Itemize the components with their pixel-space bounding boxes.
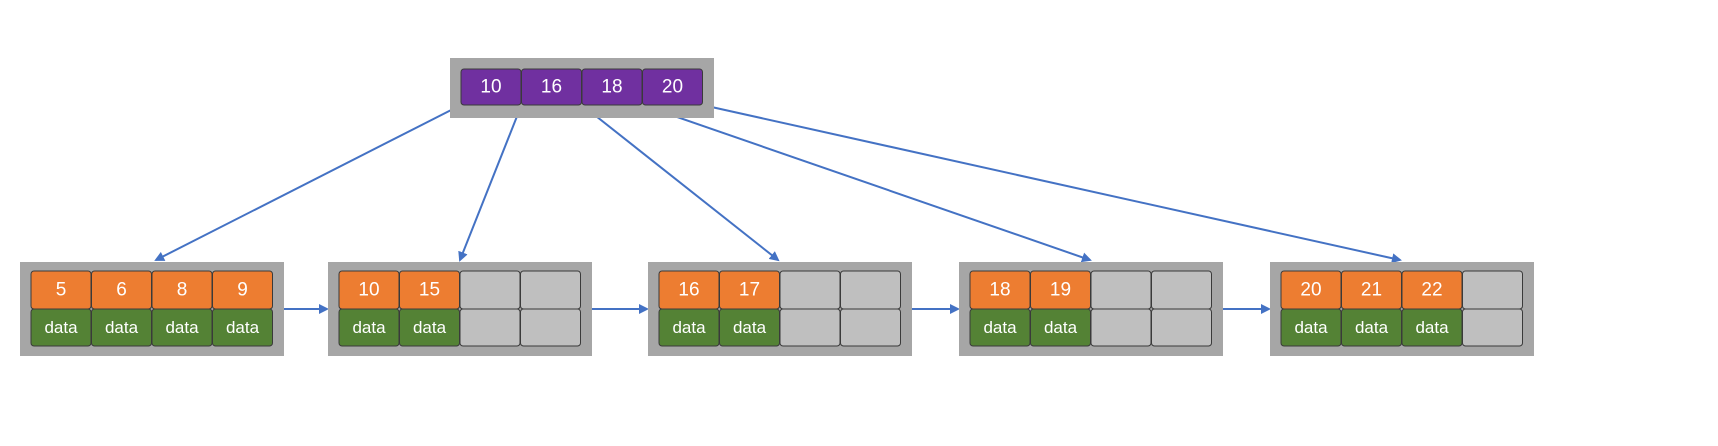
leaf-data-label: data: [1294, 318, 1328, 337]
leaf-data-label: data: [1415, 318, 1449, 337]
empty-key-slot: [459, 270, 521, 310]
nodes-layer: 10 16 18 20 5 data 6 data 8 data 9 data 10 data 15 data…: [20, 58, 1534, 356]
leaf-node: 18 data 19 data: [959, 262, 1223, 356]
leaf-key-label: 16: [678, 280, 699, 301]
leaf-key-label: 18: [989, 280, 1010, 301]
leaf-key-label: 6: [116, 280, 127, 301]
leaf-key-label: 15: [419, 280, 440, 301]
leaf-key-label: 10: [358, 280, 379, 301]
empty-data-slot: [1090, 308, 1152, 347]
leaf-data-label: data: [226, 318, 260, 337]
leaf-node: 16 data 17 data: [648, 262, 912, 356]
empty-data-slot: [1462, 308, 1523, 347]
empty-key-slot: [840, 270, 901, 310]
empty-data-slot: [520, 308, 581, 347]
leaf-data-cell: [212, 308, 273, 347]
leaf-data-label: data: [352, 318, 386, 337]
leaf-key-label: 22: [1421, 280, 1442, 301]
empty-data-slot: [459, 308, 521, 347]
root-key-label: 18: [601, 77, 622, 98]
root-child-pointer-arrow: [642, 104, 1092, 263]
leaf-node: 5 data 6 data 8 data 9 data: [20, 262, 284, 356]
leaf-key-label: 8: [177, 280, 188, 301]
root-key-label: 16: [541, 77, 562, 98]
root-child-pointer-arrow: [581, 104, 780, 262]
empty-key-slot: [1090, 270, 1152, 310]
leaf-data-label: data: [44, 318, 78, 337]
leaf-key-label: 21: [1361, 280, 1382, 301]
leaf-key-label: 5: [56, 280, 67, 301]
leaf-data-label: data: [165, 318, 199, 337]
root-node: 10 16 18 20: [450, 58, 714, 118]
root-child-pointer-arrow: [702, 104, 1402, 264]
leaf-data-label: data: [672, 318, 706, 337]
leaf-data-label: data: [105, 318, 139, 337]
empty-data-slot: [1151, 308, 1212, 347]
root-child-pointer-arrow: [154, 104, 462, 261]
leaf-data-label: data: [1355, 318, 1389, 337]
leaf-data-label: data: [733, 318, 767, 337]
empty-key-slot: [1462, 270, 1523, 310]
leaf-data-label: data: [413, 318, 447, 337]
leaf-node: 20 data 21 data 22 data: [1270, 262, 1534, 356]
root-child-pointer-arrow: [458, 104, 523, 262]
root-key-label: 20: [662, 77, 683, 98]
leaf-key-label: 9: [237, 280, 248, 301]
leaf-key-label: 20: [1300, 280, 1321, 301]
leaf-node: 10 data 15 data: [328, 262, 592, 356]
leaf-key-label: 19: [1050, 280, 1071, 301]
leaf-key-label: 17: [739, 280, 760, 301]
empty-key-slot: [779, 270, 841, 310]
leaf-data-label: data: [983, 318, 1017, 337]
root-key-label: 10: [480, 77, 501, 98]
empty-data-slot: [779, 308, 841, 347]
root-key-cell: [642, 68, 703, 106]
empty-key-slot: [520, 270, 581, 310]
leaf-data-label: data: [1044, 318, 1078, 337]
empty-key-slot: [1151, 270, 1212, 310]
edges-layer: [154, 104, 1402, 314]
empty-data-slot: [840, 308, 901, 347]
